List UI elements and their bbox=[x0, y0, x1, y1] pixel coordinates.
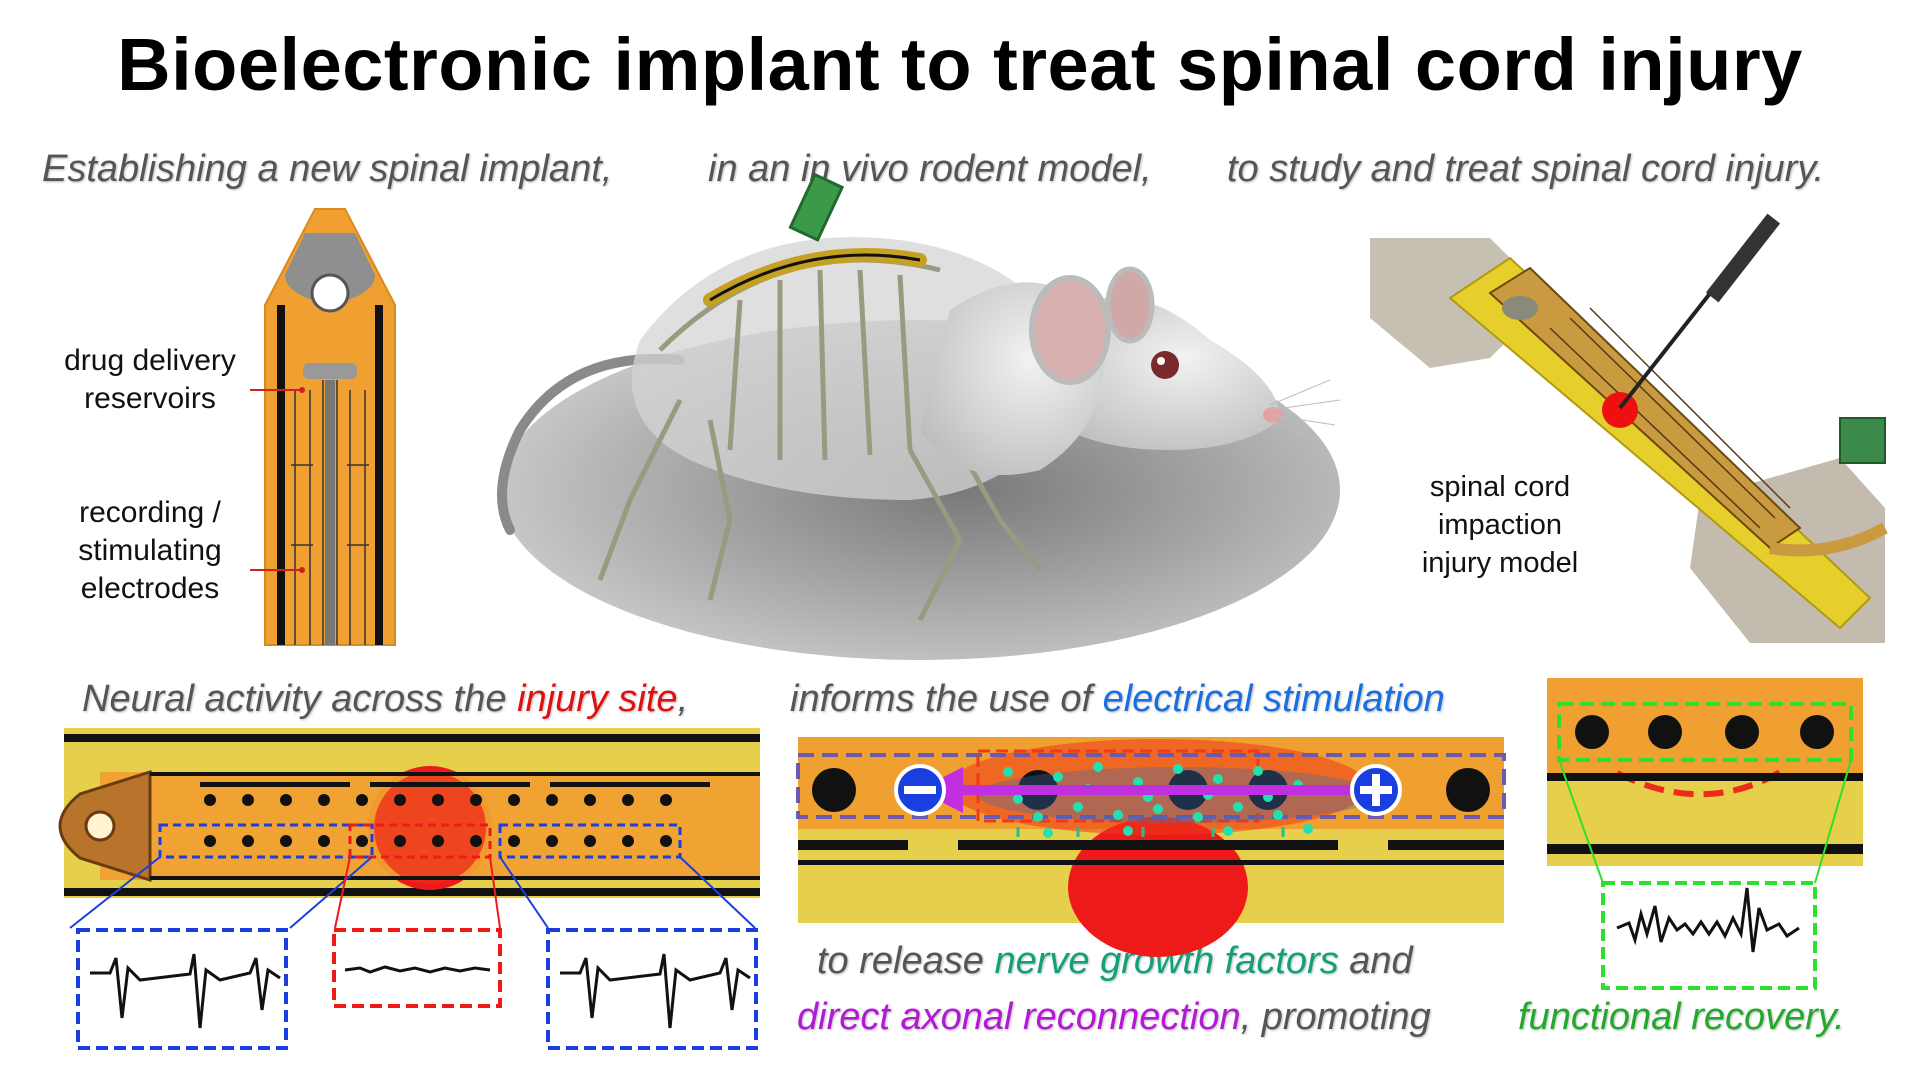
caption-neural-activity-text: Neural activity across the bbox=[82, 678, 518, 720]
caption-neural-activity-comma: , bbox=[677, 678, 689, 720]
caption-top-implant: Establishing a new spinal implant, bbox=[42, 148, 613, 190]
label-injury-model-line2: impaction bbox=[1437, 509, 1563, 541]
label-drug-delivery-line1: drug delivery bbox=[64, 344, 236, 377]
caption-electrical-stimulation: electrical stimulation bbox=[1102, 678, 1445, 720]
rat-illustration bbox=[497, 172, 1341, 660]
label-drug-delivery-line2: reservoirs bbox=[84, 382, 216, 415]
label-electrodes: recording / stimulating electrodes bbox=[50, 494, 250, 608]
label-line-drug bbox=[250, 387, 305, 393]
label-electrodes-line2: stimulating bbox=[78, 534, 222, 567]
page-title: Bioelectronic implant to treat spinal co… bbox=[117, 23, 1803, 106]
spine-injury-model bbox=[1370, 213, 1888, 643]
caption-release: to release nerve growth factors and bbox=[817, 940, 1413, 983]
caption-promoting: , promoting bbox=[1240, 996, 1431, 1038]
caption-informs-text: informs the use of bbox=[790, 678, 1103, 720]
label-electrodes-line1: recording / bbox=[79, 496, 221, 529]
caption-top-treat: to study and treat spinal cord injury. bbox=[1227, 148, 1825, 190]
recovery-panel bbox=[1547, 678, 1863, 990]
caption-release-and: and bbox=[1338, 940, 1413, 982]
caption-top-model: in an in vivo rodent model, bbox=[708, 148, 1152, 190]
caption-axonal-reconnection: direct axonal reconnection bbox=[797, 996, 1241, 1038]
caption-injury-site: injury site bbox=[517, 678, 678, 720]
recording-panel bbox=[58, 728, 760, 1050]
caption-neural-activity: Neural activity across the injury site, bbox=[82, 678, 688, 721]
stimulation-panel bbox=[796, 737, 1506, 957]
caption-direct: direct axonal reconnection, promoting bbox=[797, 996, 1431, 1039]
label-electrodes-line3: electrodes bbox=[80, 572, 220, 605]
label-line-electrodes bbox=[250, 567, 305, 573]
caption-informs: informs the use of electrical stimulatio… bbox=[790, 678, 1445, 721]
label-drug-delivery: drug delivery reservoirs bbox=[45, 342, 255, 418]
caption-release-text: to release bbox=[817, 940, 995, 982]
caption-functional-recovery: functional recovery. bbox=[1518, 996, 1845, 1038]
label-injury-model: spinal cord impaction injury model bbox=[1400, 468, 1600, 582]
label-injury-model-line1: spinal cord bbox=[1429, 471, 1571, 503]
label-injury-model-line3: injury model bbox=[1421, 547, 1579, 579]
implant-schematic bbox=[264, 208, 396, 646]
